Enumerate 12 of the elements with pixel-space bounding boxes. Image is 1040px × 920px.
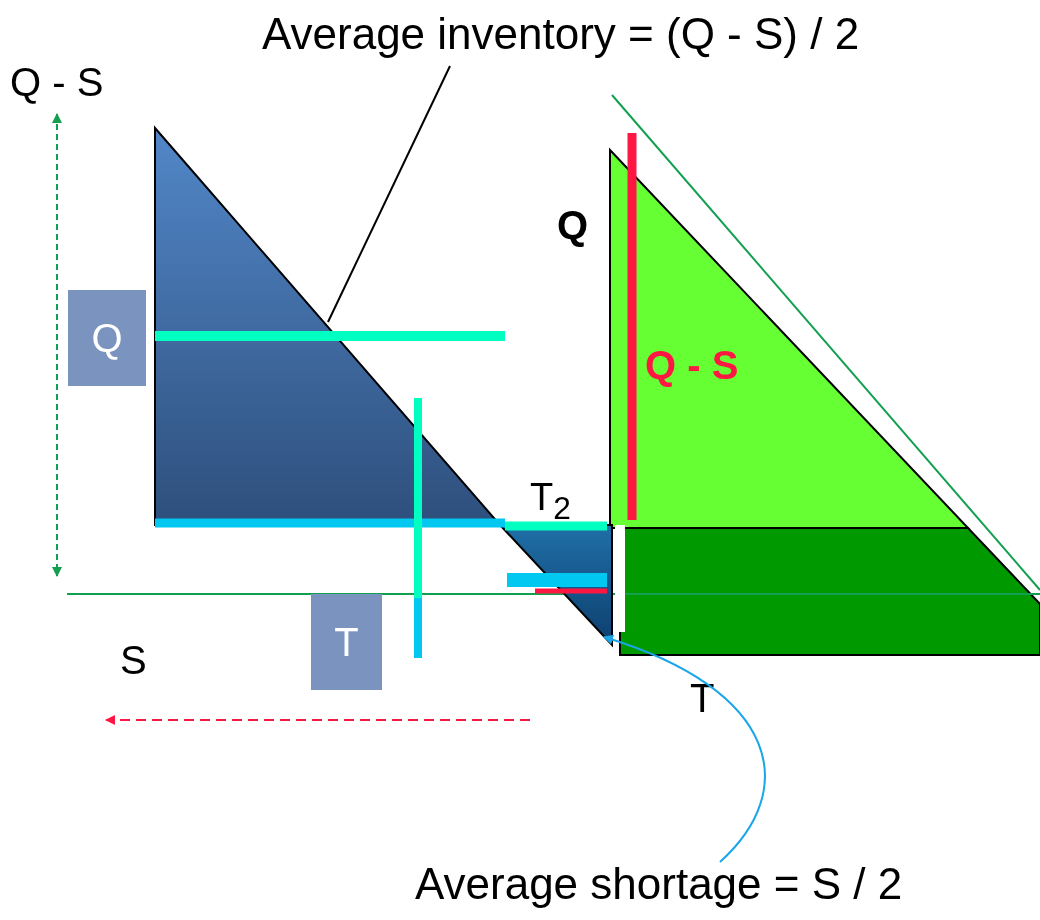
axis-label: S [120,640,147,680]
leader-line [327,65,451,323]
curved-arrow [603,635,766,863]
t-tile: T [311,594,382,690]
formula-label: Q - S [645,345,739,385]
q-tile: Q [68,290,146,386]
formula-text: Average shortage = S / 2 [415,859,903,908]
axis-label: Q - S [10,62,104,102]
axis-label: Q [557,205,589,245]
formula-text: Average inventory = (Q - S) / 2 [262,9,860,58]
time-label: T [690,678,715,718]
time-label: T$_{2}$ [530,478,571,525]
